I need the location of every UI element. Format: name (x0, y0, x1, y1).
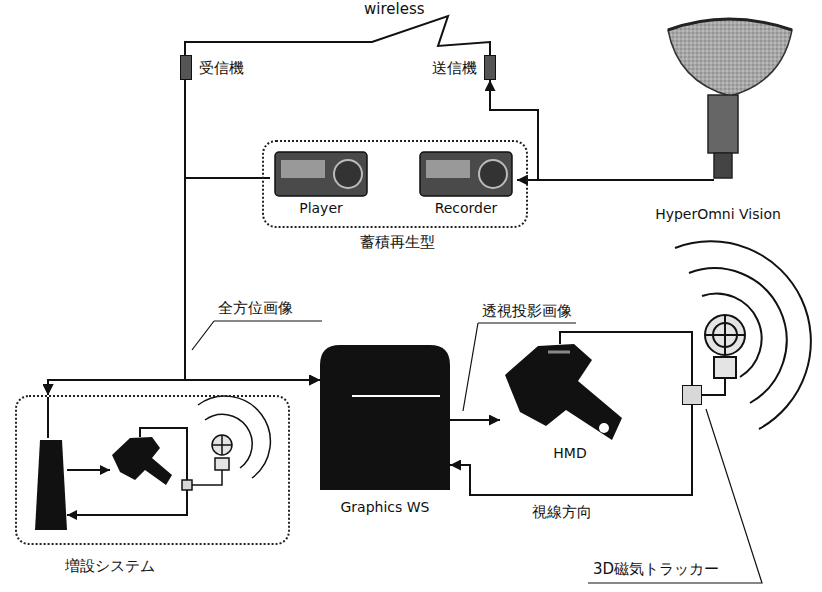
signal-connector (450, 419, 500, 421)
signal-connector (490, 80, 650, 180)
tracker-box: 3D磁気トラッカー (682, 385, 702, 405)
camera-box: HyperOmni Vision (650, 20, 800, 222)
player-device (275, 152, 367, 196)
hmd-figure (505, 340, 622, 440)
recorder-box: Recorder (415, 148, 517, 220)
node-label: 送信機 (432, 59, 477, 77)
signal-connector (450, 405, 692, 495)
player-box: Player (270, 148, 372, 220)
tracker-source (675, 241, 811, 429)
node-label: HMD (553, 444, 586, 462)
expansion-figure (35, 396, 270, 530)
transmitter-box: 送信機 (484, 55, 496, 80)
node-label: 増設システム (65, 557, 155, 575)
edge-label: 透視投影画像 (480, 302, 574, 320)
group-box: 増設システム (15, 395, 290, 545)
omni-camera (650, 19, 792, 180)
node-label: HyperOmni Vision (655, 205, 781, 223)
edge-label: 視線方向 (530, 503, 594, 521)
node-label: 3D磁気トラッカー (593, 560, 719, 578)
group-box: PlayerRecorder蓄積再生型 (262, 140, 528, 228)
hmd-box: HMD (500, 340, 625, 462)
signal-connector (48, 178, 270, 395)
node-label: 蓄積再生型 (360, 233, 435, 251)
node-label: Player (299, 199, 343, 217)
node-label: Graphics WS (340, 498, 429, 516)
signal-connector (48, 80, 185, 395)
workstation-box: Graphics WS (320, 345, 450, 490)
workstation (320, 345, 450, 490)
signal-label: 全方位画像 (216, 299, 295, 317)
receiver-box: 受信機 (180, 55, 192, 80)
signal-connector (185, 16, 490, 55)
recorder-device (420, 152, 512, 196)
node-label: Recorder (435, 199, 498, 217)
signal-connector (560, 332, 692, 385)
node-label: 受信機 (199, 59, 244, 77)
edge-label: wireless (362, 0, 427, 18)
signal-connector (185, 80, 320, 380)
